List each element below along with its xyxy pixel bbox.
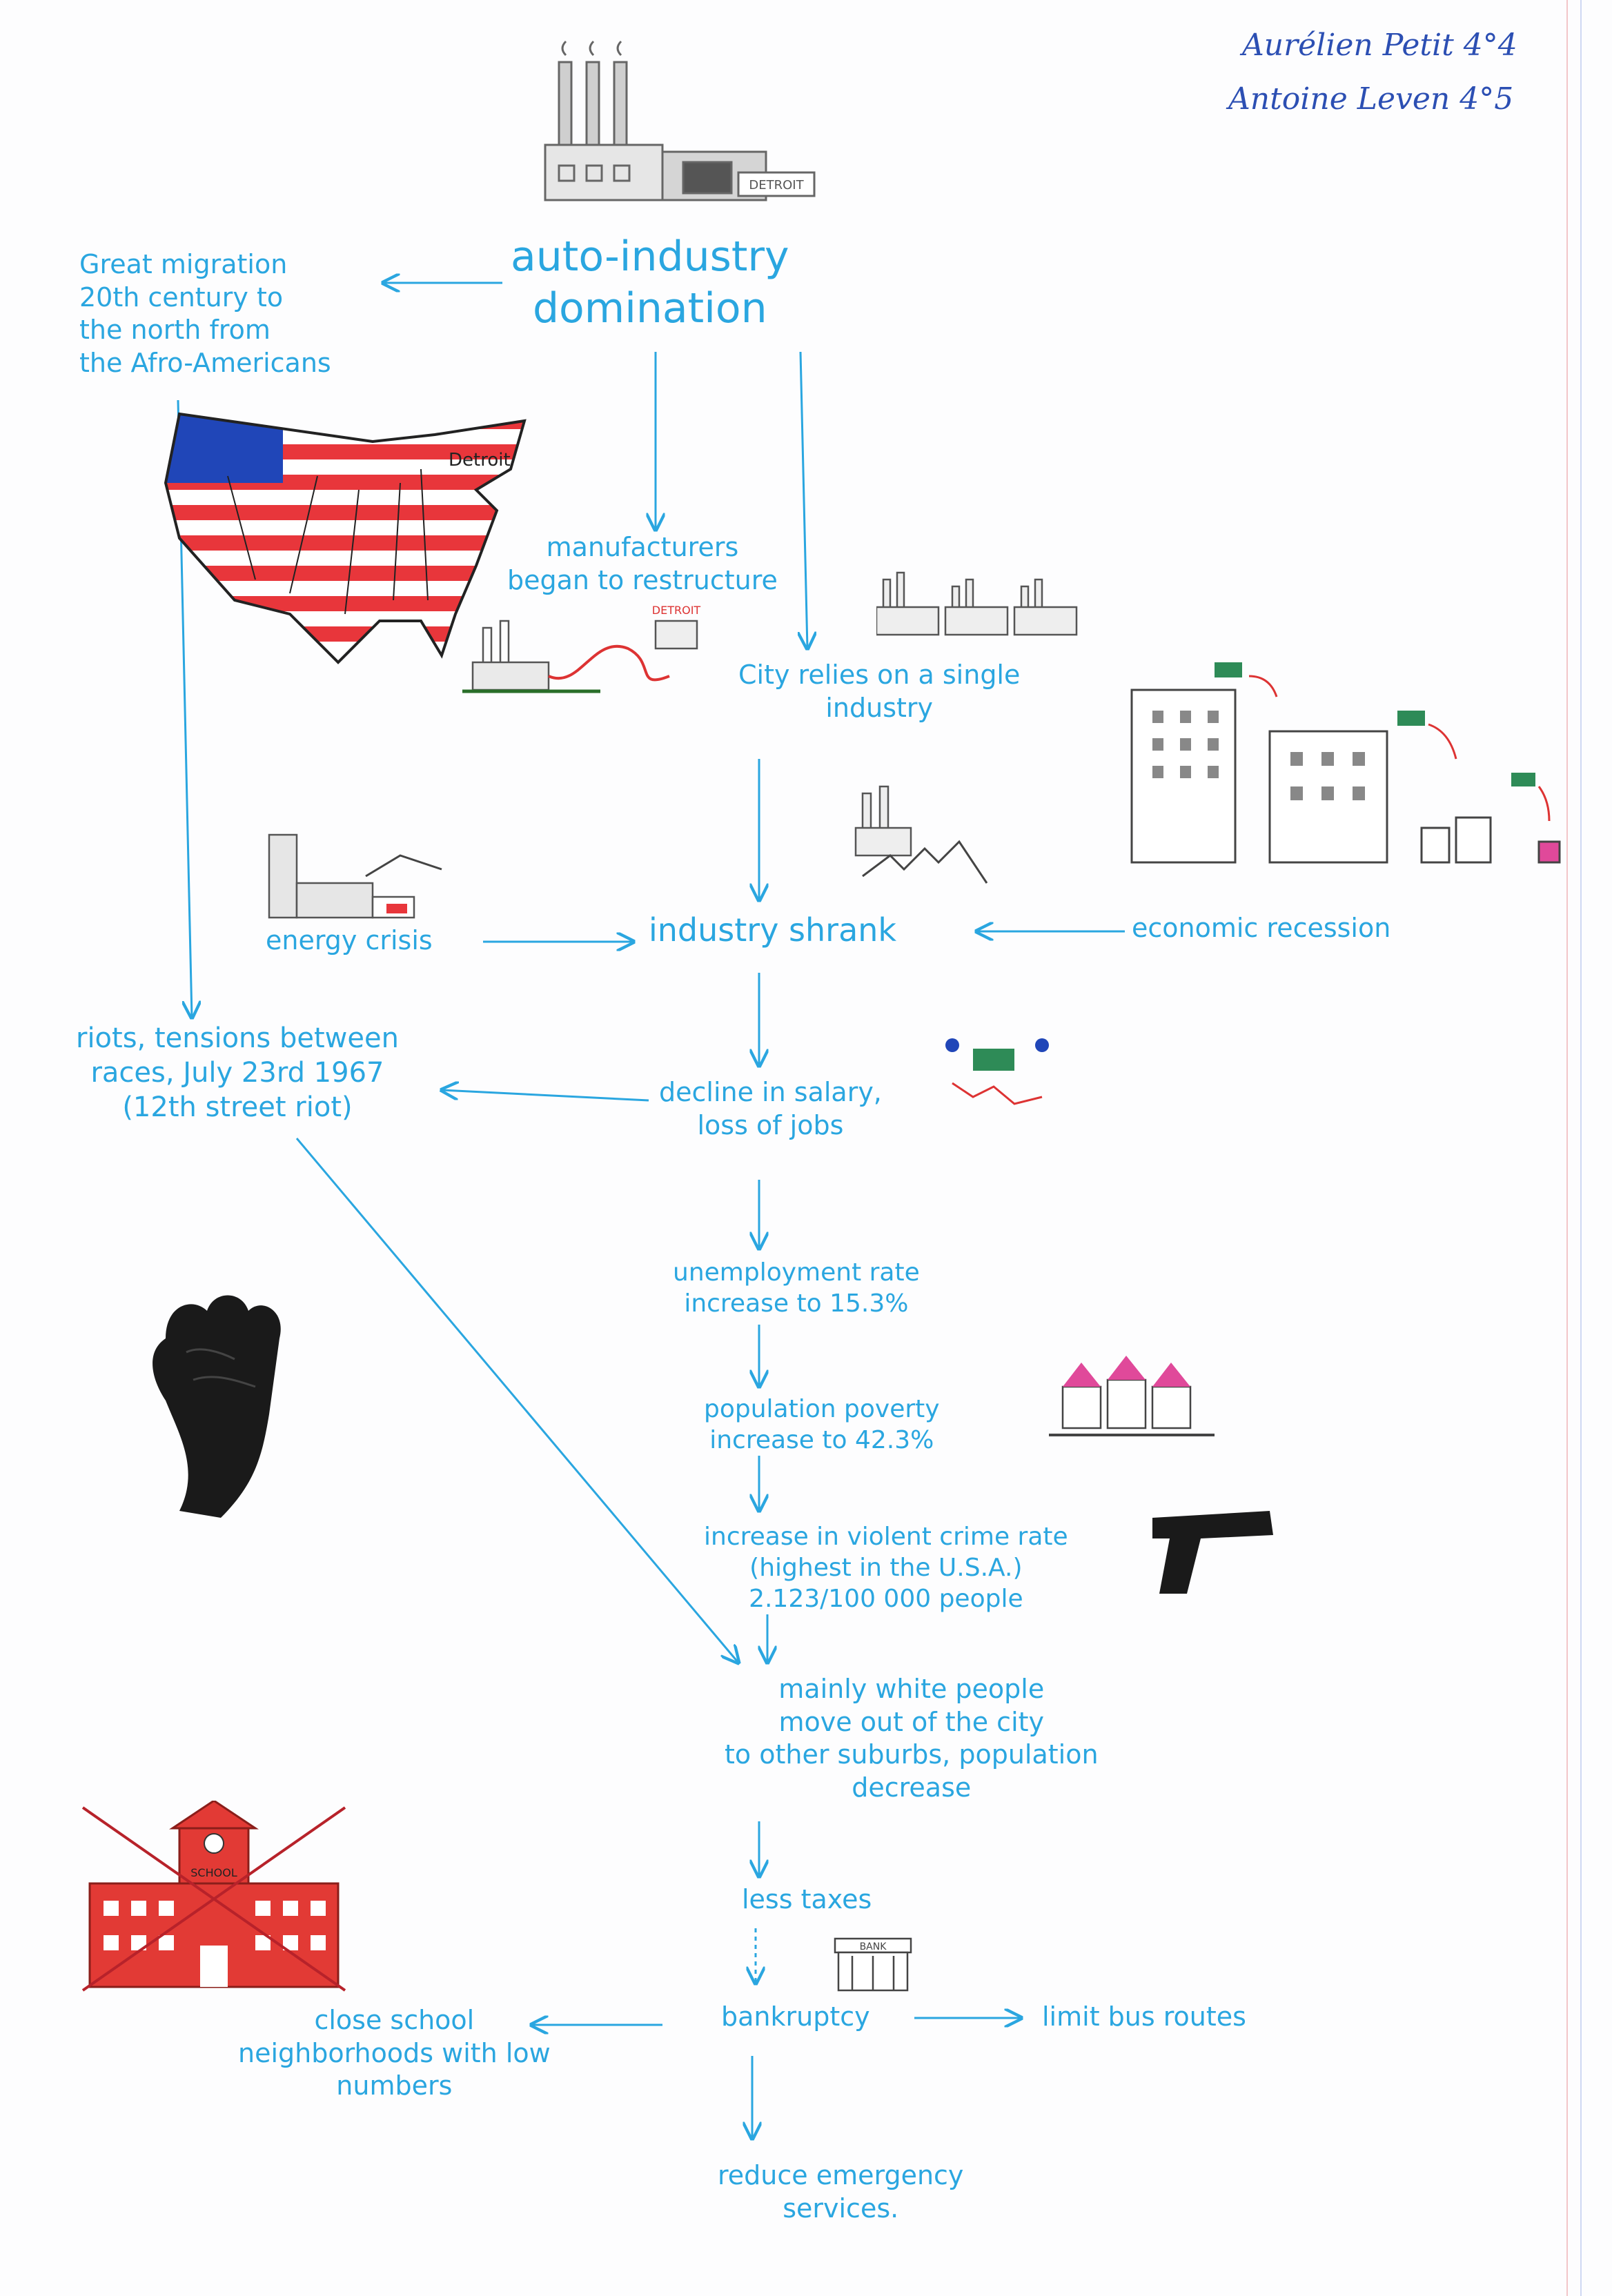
usa-map-drawing: Detroit (164, 412, 527, 664)
raised-fist-drawing (153, 1295, 281, 1518)
industry-shrank-drawing (854, 785, 988, 884)
paper-margin-line-blue (1580, 0, 1582, 2296)
pipeline-detroit-label: DETROIT (652, 604, 701, 617)
gun-drawing (1152, 1511, 1273, 1594)
factory-drawing: DETROIT (544, 40, 816, 201)
arrow-salary-to-riots (442, 1090, 649, 1102)
poor-houses-drawing (1049, 1356, 1215, 1436)
node-less-taxes: less taxes (742, 1884, 872, 1914)
author-signature-2: Antoine Leven 4°5 (1228, 81, 1514, 117)
author-signature-1: Aurélien Petit 4°4 (1242, 28, 1517, 63)
energy-crisis-drawing (268, 833, 442, 919)
salary-decline-drawing (945, 1038, 1049, 1105)
arrow-riots-to-white (295, 1138, 738, 1663)
school-sign-label: SCHOOL (190, 1866, 237, 1879)
factory-pipeline-drawing: DETROIT (462, 604, 701, 693)
node-energy-crisis: energy crisis (266, 925, 433, 956)
node-crime: increase in violent crime rate(highest i… (704, 1523, 1068, 1613)
factory-sign-label: DETROIT (749, 178, 804, 192)
node-economic-recession: economic recession (1132, 913, 1391, 943)
paper-margin-line-red (1566, 0, 1568, 2296)
bank-sign-label: BANK (860, 1941, 887, 1952)
map-detroit-label: Detroit (449, 450, 511, 471)
node-salary: decline in salary,loss of jobs (659, 1077, 882, 1140)
node-limit-bus: limit bus routes (1042, 2001, 1246, 2032)
bank-drawing: BANK (834, 1937, 912, 1992)
node-bankruptcy: bankruptcy (721, 2001, 870, 2032)
city-decline-drawing (1130, 662, 1561, 864)
node-industry-shrank: industry shrank (649, 911, 897, 949)
factories-row-drawing (876, 571, 1078, 636)
arrow-auto-to-city-relies (800, 351, 807, 649)
closed-school-drawing: SCHOOL (81, 1801, 346, 1992)
